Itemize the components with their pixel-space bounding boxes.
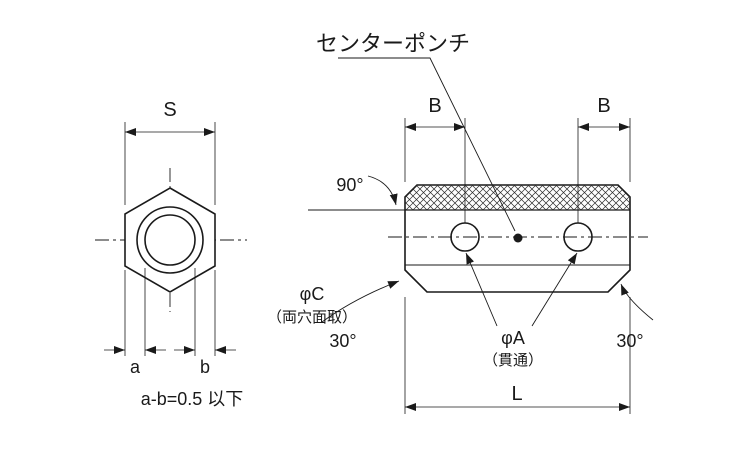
front-view: S a b a-b=0.5 以下: [95, 99, 247, 409]
phi-a-leader-right: [531, 252, 578, 327]
angle-30-left-arc-arrow: [321, 280, 400, 323]
knurled-band: [405, 185, 630, 210]
hole-chamfer-circle: [136, 206, 204, 274]
phi-a-note: （貫通）: [483, 352, 543, 369]
phi-a-leader-left: [465, 252, 498, 327]
phi-c-label: φC: [300, 284, 325, 304]
center-punch-mark: [513, 233, 523, 243]
angle-30-right-arc-arrow: [620, 283, 654, 321]
tolerance-note: a-b=0.5 以下: [141, 389, 244, 409]
l-dimension-label: L: [511, 383, 522, 405]
hole-circle: [144, 214, 196, 266]
phi-a-label: φA: [501, 328, 525, 348]
angle-90-arc-arrow: [367, 175, 398, 206]
angle-90-label: 90°: [336, 175, 363, 195]
s-dimension-label: S: [163, 99, 176, 121]
b-dimension-label: b: [200, 357, 210, 377]
side-view: センターポンチ 90° B B φC （両穴面取） 30° 30° φA （貫通…: [267, 31, 654, 414]
b-left-dimension-label: B: [428, 95, 441, 117]
a-dimension-label: a: [130, 357, 141, 377]
angle-30-left-label: 30°: [329, 331, 356, 351]
center-punch-leader: [338, 57, 516, 232]
phi-c-note: （両穴面取）: [267, 309, 357, 326]
center-punch-label: センターポンチ: [316, 31, 470, 56]
b-right-dimension-label: B: [597, 95, 610, 117]
